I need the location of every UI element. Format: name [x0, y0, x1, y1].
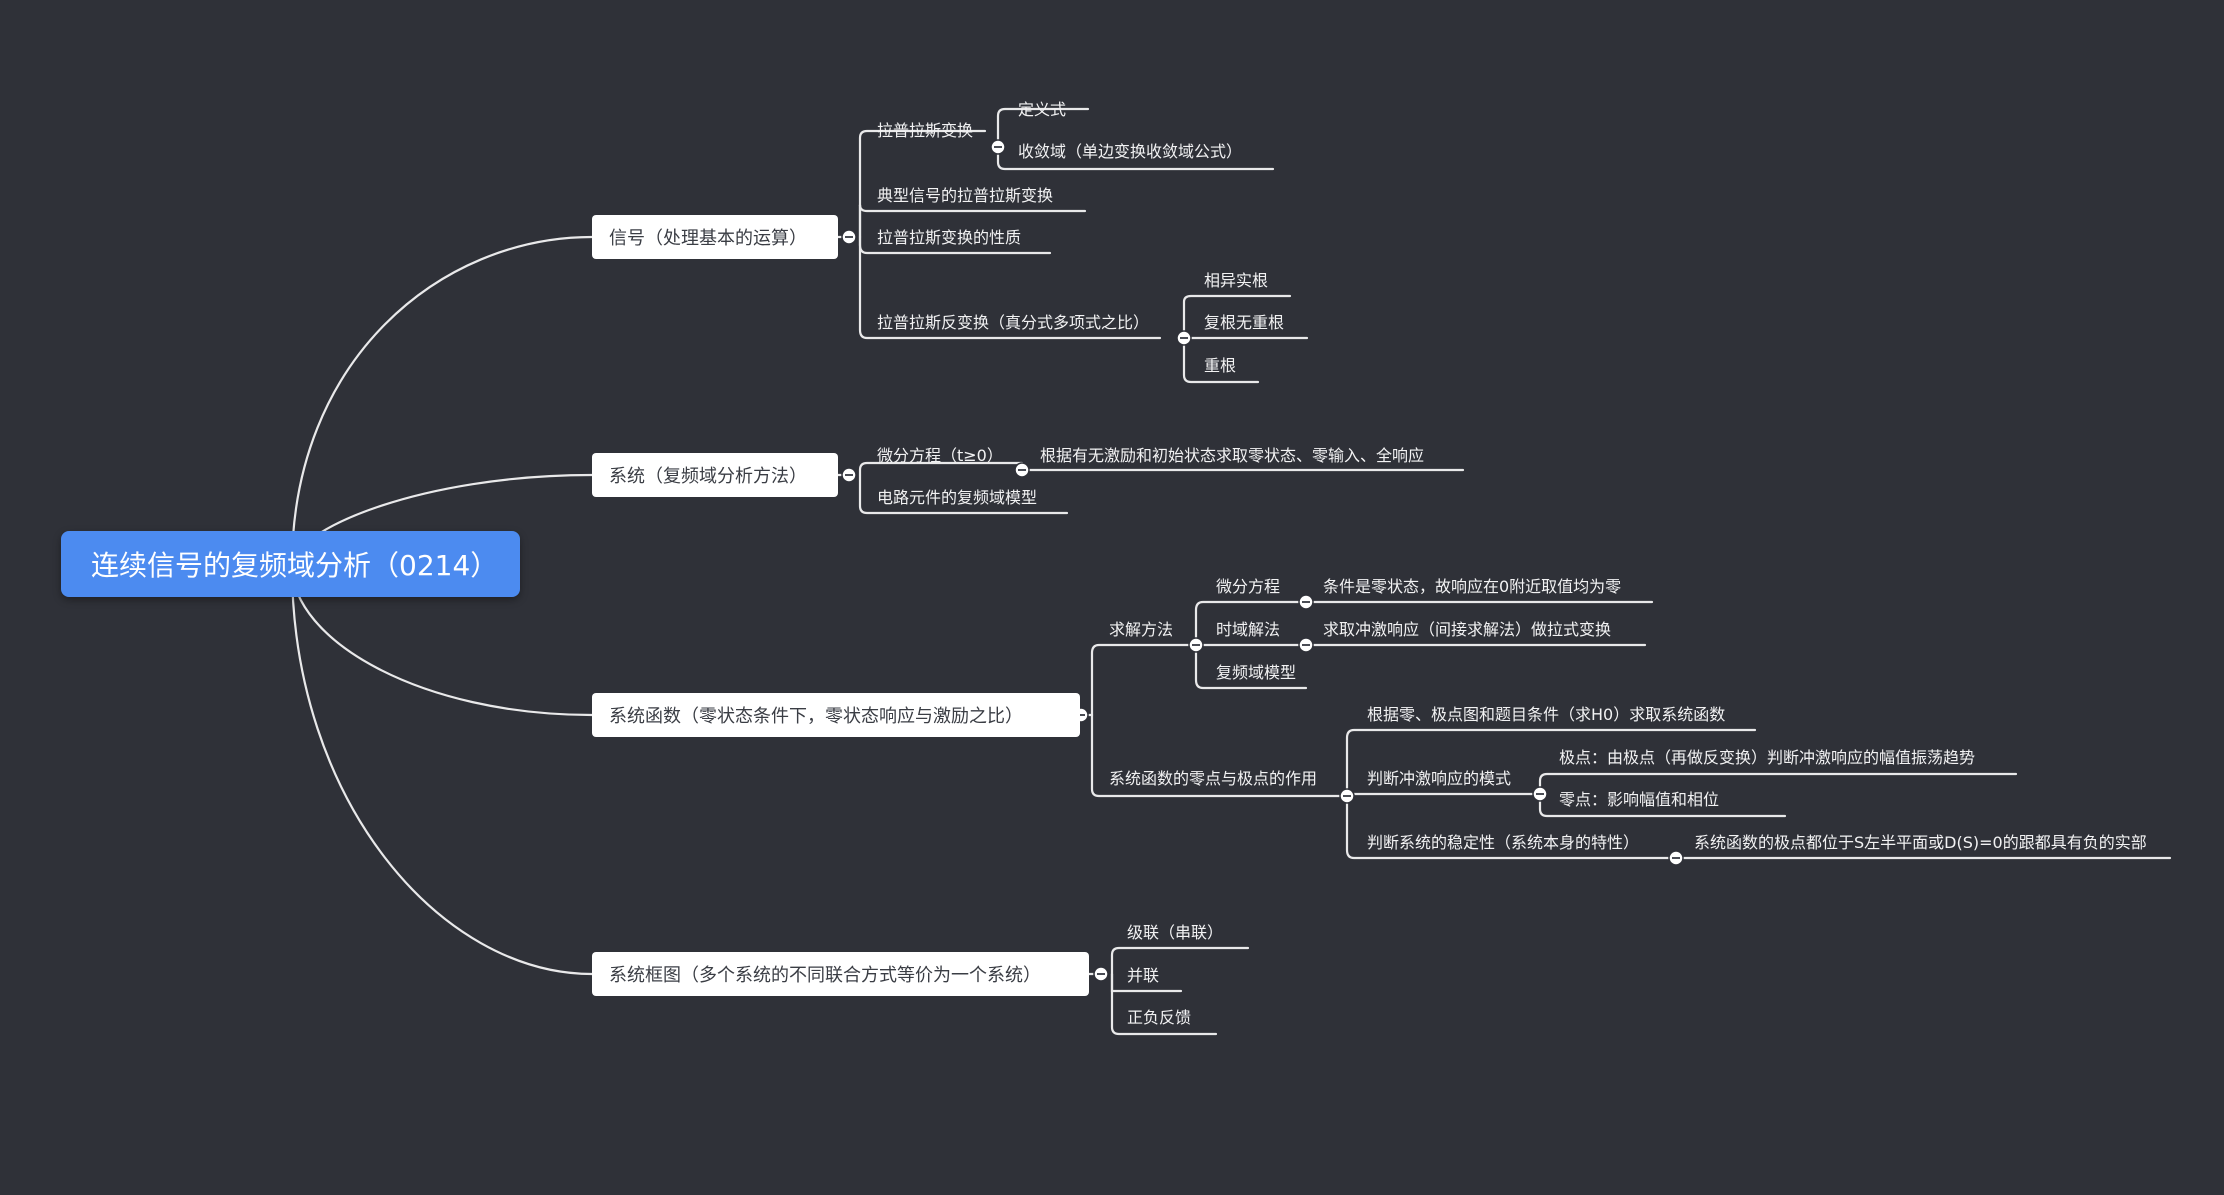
collapse-toggle-icon[interactable]	[1176, 330, 1192, 346]
subtopic[interactable]: 极点：由极点（再做反变换）判断冲激响应的幅值振荡趋势	[1559, 748, 1976, 767]
collapse-toggle-icon[interactable]	[1298, 594, 1314, 610]
subtopic[interactable]: 求取冲激响应（间接求解法）做拉式变换	[1323, 620, 1612, 639]
subtopic[interactable]: 收敛域（单边变换收敛域公式）	[1018, 142, 1243, 161]
collapse-toggle-icon[interactable]	[1014, 462, 1030, 478]
collapse-toggle-icon[interactable]	[1298, 637, 1314, 653]
subtopic[interactable]: 复频域模型	[1216, 663, 1297, 682]
subtopic[interactable]: 微分方程（t≥0）	[877, 446, 1003, 465]
subtopic[interactable]: 判断系统的稳定性（系统本身的特性）	[1367, 833, 1640, 852]
subtopic[interactable]: 重根	[1204, 356, 1237, 375]
subtopic[interactable]: 复根无重根	[1204, 313, 1285, 332]
subtopic[interactable]: 判断冲激响应的模式	[1367, 769, 1512, 788]
subtopic[interactable]: 系统函数的零点与极点的作用	[1109, 769, 1318, 788]
connector-root-branch-4	[290, 564, 594, 976]
collapse-toggle-icon[interactable]	[841, 229, 857, 245]
connector-root-branch-1	[290, 235, 594, 568]
branch-topic-block-diagram[interactable]: 系统框图（多个系统的不同联合方式等价为一个系统）	[592, 952, 1089, 996]
subtopic[interactable]: 根据零、极点图和题目条件（求H0）求取系统函数	[1367, 705, 1726, 724]
collapse-toggle-icon[interactable]	[1093, 966, 1109, 982]
subtopic[interactable]: 系统函数的极点都位于S左半平面或D(S)=0的跟都具有负的实部	[1694, 833, 2147, 852]
subtopic[interactable]: 拉普拉斯变换	[877, 121, 974, 140]
subtopic[interactable]: 典型信号的拉普拉斯变换	[877, 186, 1054, 205]
subtopic[interactable]: 电路元件的复频域模型	[877, 488, 1038, 507]
subtopic[interactable]: 级联（串联）	[1127, 923, 1224, 942]
subtopic[interactable]: 拉普拉斯变换的性质	[877, 228, 1022, 247]
subtopic[interactable]: 拉普拉斯反变换（真分式多项式之比）	[877, 313, 1150, 332]
collapse-toggle-icon[interactable]	[1668, 850, 1684, 866]
root-topic[interactable]: 连续信号的复频域分析（0214）	[61, 531, 520, 597]
collapse-toggle-icon[interactable]	[1532, 786, 1548, 802]
branch-topic-signal[interactable]: 信号（处理基本的运算）	[592, 215, 838, 259]
subtopic[interactable]: 微分方程	[1216, 577, 1281, 596]
subtopic[interactable]: 条件是零状态，故响应在0附近取值均为零	[1323, 577, 1622, 596]
subtopic[interactable]: 并联	[1127, 966, 1160, 985]
collapse-toggle-icon[interactable]	[841, 467, 857, 483]
collapse-toggle-icon[interactable]	[1339, 788, 1355, 804]
subtopic[interactable]: 定义式	[1018, 100, 1067, 119]
subtopic[interactable]: 时域解法	[1216, 620, 1281, 639]
subtopic[interactable]: 相异实根	[1204, 271, 1269, 290]
subtopic[interactable]: 正负反馈	[1127, 1008, 1192, 1027]
subtopic[interactable]: 零点：影响幅值和相位	[1559, 790, 1720, 809]
branch-topic-system[interactable]: 系统（复频域分析方法）	[592, 453, 838, 497]
collapse-toggle-icon[interactable]	[1188, 637, 1204, 653]
collapse-toggle-icon[interactable]	[990, 139, 1006, 155]
branch-topic-system-function[interactable]: 系统函数（零状态条件下，零状态响应与激励之比）	[592, 693, 1080, 737]
subtopic[interactable]: 求解方法	[1109, 620, 1174, 639]
subtopic[interactable]: 根据有无激励和初始状态求取零状态、零输入、全响应	[1040, 446, 1425, 465]
